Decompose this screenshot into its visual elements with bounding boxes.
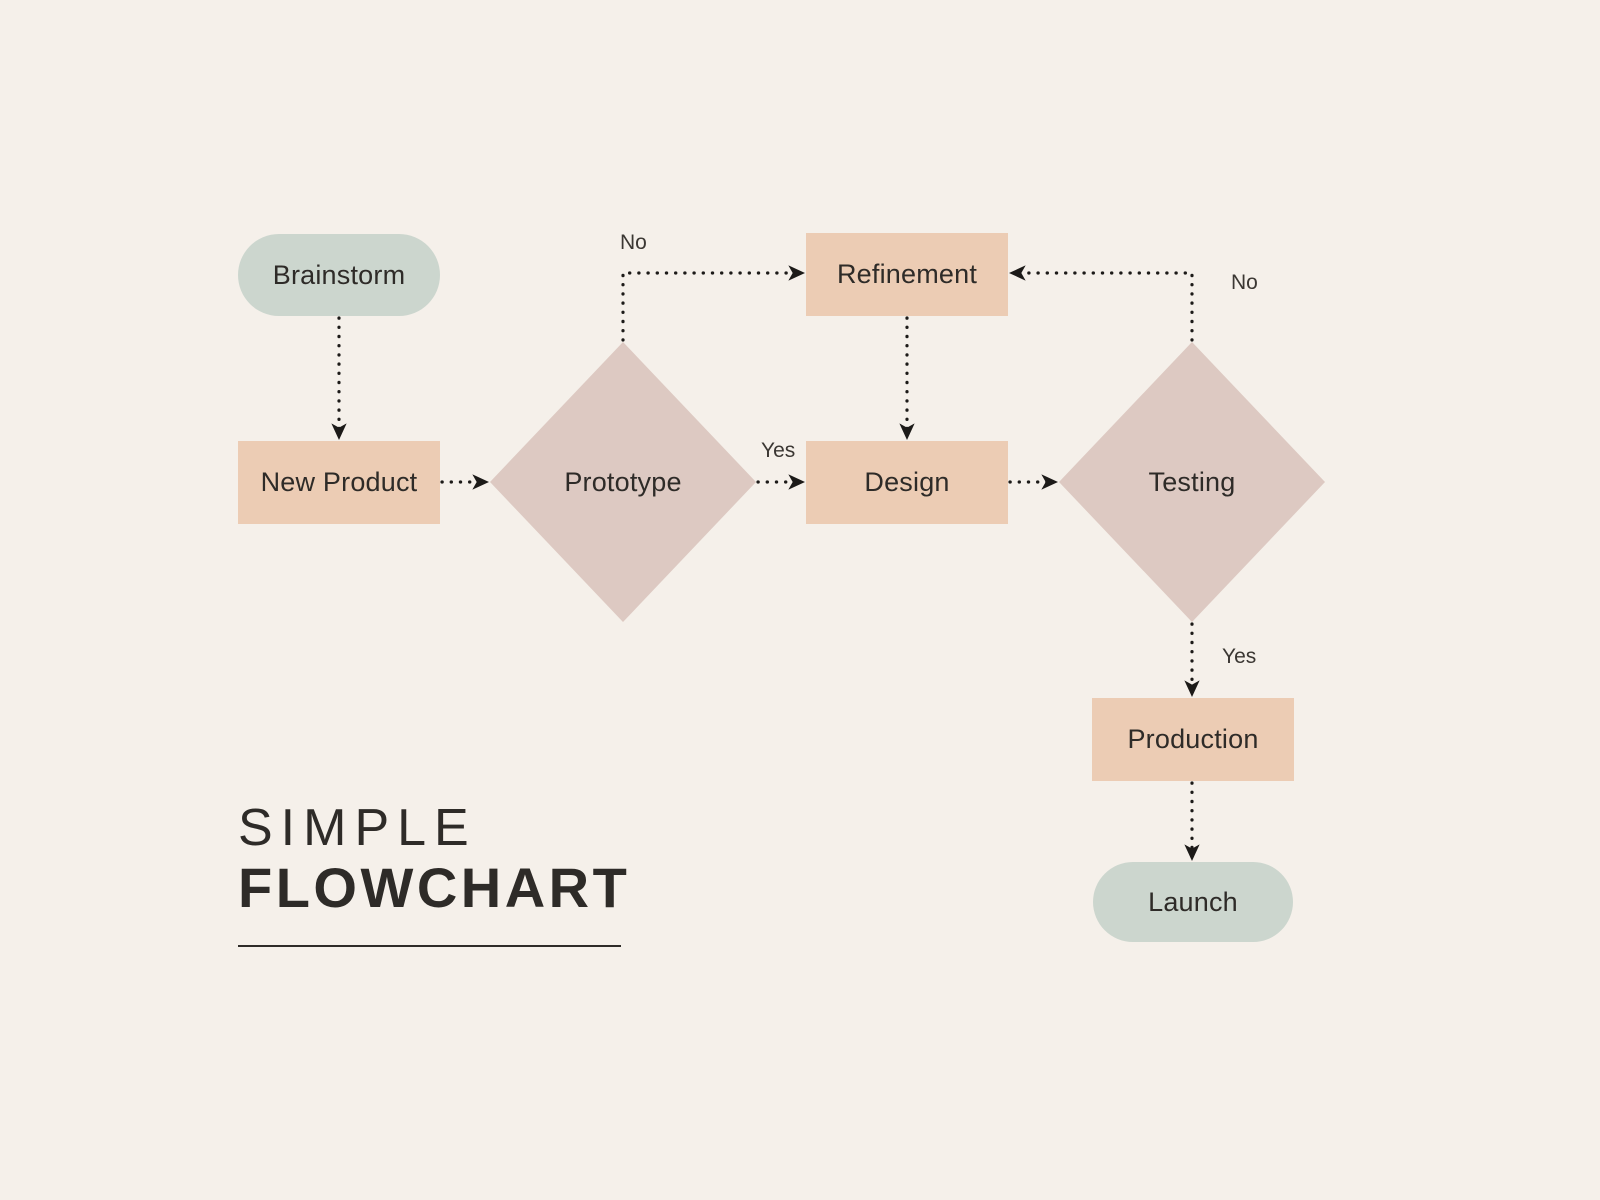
edge-label-no-prototype: No	[620, 231, 647, 254]
node-new-product-label: New Product	[260, 467, 418, 497]
node-launch-label: Launch	[1148, 886, 1238, 917]
title-line-flowchart: FLOWCHART	[238, 856, 631, 920]
node-brainstorm[interactable]: Brainstorm	[238, 234, 440, 316]
edge-prototype-no-to-refinement	[621, 265, 805, 342]
node-testing-label: Testing	[1148, 466, 1236, 497]
title-block: SIMPLE FLOWCHART	[238, 800, 758, 947]
title-line-simple: SIMPLE	[238, 799, 477, 857]
node-production[interactable]: Production	[1092, 698, 1294, 781]
node-new-product[interactable]: New Product	[238, 441, 440, 524]
node-prototype[interactable]: Prototype	[490, 342, 756, 622]
node-production-label: Production	[1127, 724, 1259, 754]
node-refinement[interactable]: Refinement	[806, 233, 1008, 316]
node-launch[interactable]: Launch	[1093, 862, 1293, 942]
edge-label-yes-prototype: Yes	[761, 439, 796, 462]
edge-label-no-testing: No	[1231, 271, 1258, 294]
node-testing[interactable]: Testing	[1059, 342, 1325, 622]
node-design-label: Design	[864, 467, 950, 497]
edge-label-yes-testing: Yes	[1222, 645, 1257, 668]
edge-testing-no-to-refinement	[1009, 265, 1194, 342]
node-brainstorm-label: Brainstorm	[272, 259, 406, 290]
title-underline-rule	[238, 944, 621, 947]
node-design[interactable]: Design	[806, 441, 1008, 524]
node-prototype-label: Prototype	[564, 466, 682, 497]
node-refinement-label: Refinement	[836, 259, 978, 289]
